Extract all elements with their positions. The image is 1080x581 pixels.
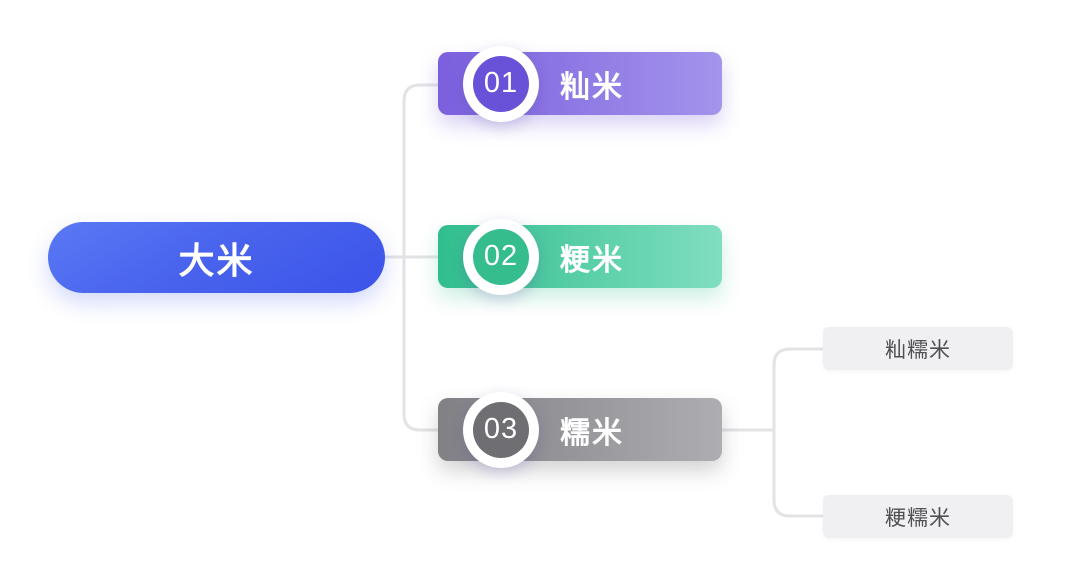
branch-badge-number: 02: [473, 228, 529, 285]
branch-node-label: 糯米: [560, 416, 624, 450]
branch-badge-02: 02: [463, 218, 539, 295]
leaf-node-label: 籼糯米: [885, 338, 951, 362]
leaf-node-label: 粳糯米: [885, 506, 951, 530]
branch-node-jingmi[interactable]: 02 粳米: [438, 218, 722, 295]
branch-badge-01: 01: [463, 45, 539, 122]
leaf-node-xiannuomi[interactable]: 籼糯米: [823, 327, 1013, 370]
branch-badge-number: 01: [473, 55, 529, 112]
branch-node-nuomi[interactable]: 03 糯米: [438, 391, 722, 468]
branch-badge-03: 03: [463, 391, 539, 468]
branch-badge-number: 03: [473, 401, 529, 458]
branch-node-xianmi[interactable]: 01 籼米: [438, 45, 722, 122]
branch-node-label: 粳米: [560, 243, 624, 277]
root-node-label: 大米: [178, 239, 255, 281]
branch-node-label: 籼米: [560, 70, 624, 104]
root-node-dami[interactable]: 大米: [48, 222, 385, 293]
leaf-node-jingnuomi[interactable]: 粳糯米: [823, 495, 1013, 538]
